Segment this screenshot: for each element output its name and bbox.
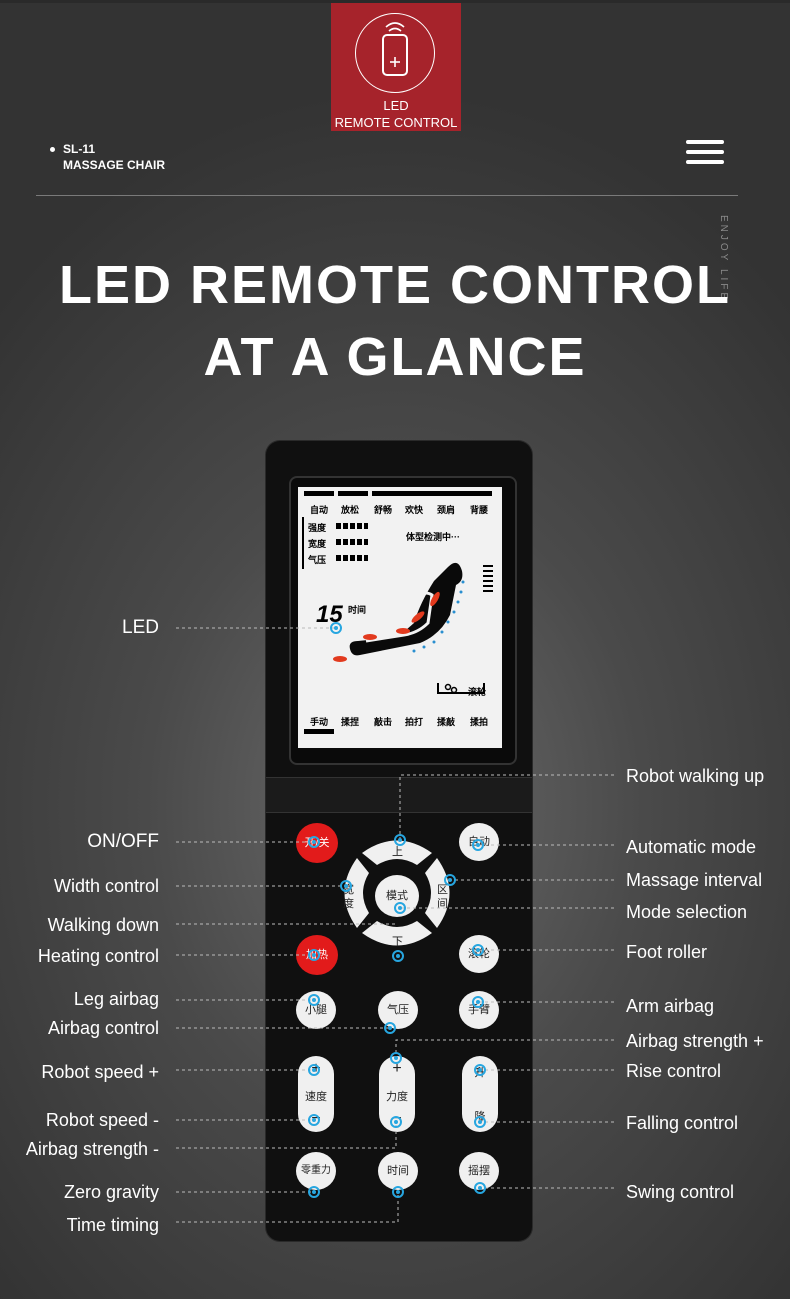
label-width: Width control	[53, 876, 159, 896]
marker-airbag-icon	[384, 1022, 396, 1034]
lcd-bottom-mode-1: 手动	[310, 717, 329, 727]
marker-strength-plus-icon	[390, 1052, 402, 1064]
force-label: 力度	[386, 1091, 408, 1103]
label-walk-up: Robot walking up	[626, 766, 765, 786]
badge-line2: REMOTE CONTROL	[334, 115, 458, 130]
page-title-line2: AT A GLANCE	[203, 327, 587, 387]
lcd-mode-2: 放松	[341, 505, 360, 515]
label-fall: Falling control	[626, 1113, 739, 1133]
lcd-bottom-mode-6: 揉拍	[470, 717, 489, 727]
marker-interval-icon	[444, 874, 456, 886]
lcd-screen: 自动 放松 舒畅 欢快 颈肩 背腰 强度 宽度 气压 体型检测中··· 15 时…	[298, 487, 502, 748]
lcd-level-2: 宽度	[308, 539, 327, 549]
arm-airbag-button[interactable]: 手臂	[459, 991, 499, 1029]
lcd-bottom-mode-4: 拍打	[405, 717, 424, 727]
marker-strength-minus-icon	[390, 1116, 402, 1128]
marker-rise-icon	[474, 1064, 486, 1076]
airbag-button[interactable]: 气压	[378, 991, 418, 1029]
remote-icon-circle	[355, 13, 435, 93]
marker-walk-down-icon	[392, 950, 404, 962]
label-strength-minus: Airbag strength -	[25, 1139, 159, 1159]
marker-roller-icon	[472, 944, 484, 956]
direction-pad[interactable]	[337, 833, 457, 953]
label-speed-plus: Robot speed +	[41, 1062, 159, 1082]
marker-onoff-icon	[308, 836, 320, 848]
page-title-line1: LED REMOTE CONTROL	[59, 255, 731, 315]
time-button[interactable]: 时间	[378, 1152, 418, 1190]
force-plus-button[interactable]: +	[392, 1060, 402, 1077]
lcd-mode-4: 欢快	[405, 505, 424, 515]
label-auto: Automatic mode	[626, 837, 757, 857]
top-bar	[0, 0, 790, 3]
label-led: LED	[122, 617, 159, 638]
lcd-bottom-mode-5: 揉敲	[437, 717, 456, 727]
label-mode: Mode selection	[626, 902, 748, 922]
marker-auto-icon	[472, 839, 484, 851]
brand-product: MASSAGE CHAIR	[63, 158, 166, 172]
down-button[interactable]: 下	[392, 936, 403, 948]
mode-button[interactable]: 模式	[375, 875, 419, 917]
lcd-timer-label: 时间	[348, 605, 367, 615]
marker-width-icon	[340, 880, 352, 892]
lcd-mode-1: 自动	[310, 505, 329, 515]
zero-gravity-button[interactable]: 零重力	[296, 1152, 336, 1190]
label-onoff: ON/OFF	[87, 831, 159, 852]
label-roller: Foot roller	[626, 942, 708, 962]
marker-speed-plus-icon	[308, 1064, 320, 1076]
marker-mode-icon	[394, 902, 406, 914]
marker-swing-icon	[474, 1182, 486, 1194]
lcd-roller-label: 滚轮	[468, 687, 487, 697]
badge-line1: LED	[383, 98, 409, 113]
speed-label: 速度	[305, 1091, 327, 1103]
marker-zero-icon	[308, 1186, 320, 1198]
lcd-mode-3: 舒畅	[374, 505, 393, 515]
chair-figure-icon	[333, 562, 493, 694]
marker-led-icon	[330, 622, 342, 634]
divider	[36, 195, 738, 196]
lcd-mode-6: 背腰	[470, 505, 489, 515]
remote-icon	[381, 21, 408, 76]
remote-hinge	[266, 777, 532, 813]
marker-timing-icon	[392, 1186, 404, 1198]
label-swing: Swing control	[626, 1182, 735, 1202]
brand-model: SL-11	[63, 142, 96, 156]
lcd-status: 体型检测中···	[406, 532, 460, 542]
lcd-mode-5: 颈肩	[437, 505, 456, 515]
led-remote-badge: LED REMOTE CONTROL	[331, 3, 461, 131]
label-arm: Arm airbag	[626, 996, 715, 1016]
marker-fall-icon	[474, 1116, 486, 1128]
side-text: ENJOY LIFE	[718, 215, 729, 303]
marker-leg-icon	[308, 994, 320, 1006]
bullet-icon	[50, 147, 55, 152]
lcd-bottom-mode-3: 敲击	[374, 717, 393, 727]
label-leg: Leg airbag	[73, 989, 159, 1009]
lcd-level-3: 气压	[308, 555, 327, 565]
label-timing: Time timing	[66, 1215, 159, 1235]
label-rise: Rise control	[626, 1061, 722, 1081]
label-speed-minus: Robot speed -	[45, 1110, 159, 1130]
marker-speed-minus-icon	[308, 1114, 320, 1126]
label-strength-plus: Airbag strength +	[626, 1031, 764, 1051]
up-button[interactable]: 上	[392, 846, 403, 858]
marker-arm-icon	[472, 996, 484, 1008]
lcd-bottom-mode-2: 揉捏	[341, 717, 360, 727]
interval-button[interactable]: 区间	[437, 884, 448, 910]
lcd-level-1: 强度	[308, 523, 327, 533]
marker-heat-icon	[308, 949, 320, 961]
label-heat: Heating control	[37, 946, 159, 966]
label-walk-down: Walking down	[47, 915, 159, 935]
label-zero: Zero gravity	[63, 1182, 159, 1202]
label-interval: Massage interval	[626, 870, 763, 890]
label-airbag: Airbag control	[47, 1018, 159, 1038]
marker-walk-up-icon	[394, 834, 406, 846]
hamburger-menu-icon[interactable]	[686, 140, 724, 166]
